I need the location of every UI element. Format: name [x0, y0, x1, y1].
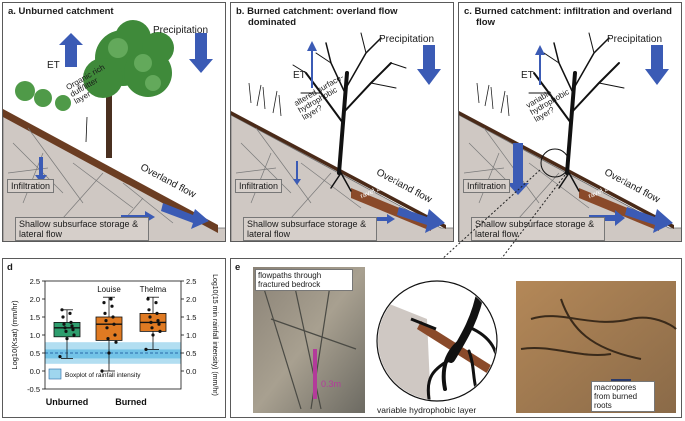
legend-swatch	[48, 368, 62, 380]
data-point	[72, 333, 76, 337]
data-point	[71, 328, 75, 332]
macropores-label: macropores from burned roots	[591, 381, 655, 412]
data-point	[104, 319, 108, 323]
panel-b-title-line-1: b. Burned catchment: overland flow	[236, 6, 398, 17]
y-tick-label: 0.0	[30, 367, 40, 376]
data-point	[65, 337, 69, 341]
group-label-burned: Burned	[115, 397, 147, 407]
data-point	[151, 333, 155, 337]
panel-c-burned-infiltration: c. Burned catchment: infiltration and ov…	[458, 2, 682, 242]
data-point	[150, 326, 154, 330]
precipitation-label: Precipitation	[379, 34, 435, 45]
y-tick-label: 1.0	[30, 331, 40, 340]
subsurface-label: Shallow subsurface storage & lateral flo…	[15, 217, 149, 241]
precipitation-label: Precipitation	[607, 34, 663, 45]
infiltration-label: Infiltration	[7, 179, 55, 193]
panel-d-boxplot: d -0.5 0.0 0.5 1.0 1.5 2.0 2.5 0.0 0.5 1.0 1.5 2.0 2…	[2, 258, 226, 418]
data-point	[112, 322, 116, 326]
panel-c-title-line-2: flow	[476, 17, 495, 28]
data-point	[102, 301, 106, 305]
infiltration-label: Infiltration	[463, 179, 511, 193]
data-point	[147, 308, 151, 312]
variable-hydrophobic-layer-label: variable hydrophobic layer	[377, 405, 477, 415]
subsurface-label: Shallow subsurface storage & lateral flo…	[471, 217, 605, 241]
panel-a-unburned: a. Unburned catchment Precipitation ET O…	[2, 2, 226, 242]
data-point	[156, 319, 160, 323]
data-point	[107, 351, 111, 355]
bedrock-photo	[253, 267, 365, 413]
data-point	[154, 301, 158, 305]
box	[53, 322, 81, 338]
y-tick-label: 0.5	[30, 349, 40, 358]
scale-label: 0.3m	[321, 379, 342, 389]
data-point	[149, 320, 153, 324]
right-y-axis-label: Log10(15 min rainfall intensity) (mm/hr)	[211, 274, 218, 396]
panel-e-title: e	[235, 262, 241, 273]
right-y-tick-label: 0.0	[186, 367, 196, 376]
data-point	[158, 329, 162, 333]
data-point	[148, 315, 152, 319]
panel-d-title: d	[7, 262, 13, 273]
et-label: ET	[293, 70, 306, 81]
right-y-tick-label: 1.0	[186, 331, 196, 340]
data-point	[64, 329, 68, 333]
y-tick-label: 2.5	[30, 277, 40, 286]
data-point	[103, 311, 107, 315]
data-point	[109, 297, 113, 301]
legend-label: Boxplot of rainfall intensity	[65, 372, 141, 379]
et-label: ET	[47, 60, 60, 71]
panel-b-title-line-2: dominated	[248, 17, 297, 28]
right-y-tick-label: 2.5	[186, 277, 196, 286]
data-point	[69, 320, 73, 324]
data-point	[68, 311, 72, 315]
precipitation-label: Precipitation	[153, 25, 209, 36]
boxplot-chart: -0.5 0.0 0.5 1.0 1.5 2.0 2.5 0.0 0.5 1.0 1.5 2.0 2.5…	[10, 274, 218, 407]
right-y-tick-label: 1.5	[186, 313, 196, 322]
data-point	[157, 322, 161, 326]
flowpaths-label: flowpaths through fractured bedrock	[255, 269, 353, 291]
data-point	[63, 326, 67, 330]
series-label: Louise	[97, 285, 121, 294]
data-point	[110, 304, 114, 308]
panel-a-illustration	[3, 20, 225, 241]
panel-b-illustration	[231, 32, 453, 241]
data-point	[111, 315, 115, 319]
panel-c-title-line-1: c. Burned catchment: infiltration and ov…	[464, 6, 672, 17]
panel-b-burned-overland: b. Burned catchment: overland flow domin…	[230, 2, 454, 242]
infiltration-label: Infiltration	[235, 179, 283, 193]
data-point	[106, 337, 110, 341]
data-point	[146, 297, 150, 301]
group-label-unburned: Unburned	[46, 397, 89, 407]
y-tick-label: -0.5	[27, 385, 40, 394]
panel-e-photos: e flowpaths through fractured bedrock 0.…	[230, 258, 682, 418]
right-y-tick-label: 2.0	[186, 295, 196, 304]
data-point	[113, 333, 117, 337]
panel-c-title: c. Burned catchment: infiltration and ov…	[464, 6, 672, 28]
et-label: ET	[521, 70, 534, 81]
data-point	[60, 308, 64, 312]
data-point	[105, 326, 109, 330]
panel-a-title: a. Unburned catchment	[8, 6, 114, 17]
data-point	[144, 347, 148, 351]
series-label: Thelma	[140, 285, 167, 294]
data-point	[61, 315, 65, 319]
rainfall-iqr	[45, 349, 181, 359]
data-point	[114, 340, 118, 344]
data-point	[100, 369, 104, 373]
y-axis-label: Log10(Ksat) (mm/hr)	[10, 300, 19, 370]
right-y-tick-label: 0.5	[186, 349, 196, 358]
data-point	[58, 355, 62, 359]
box	[95, 316, 123, 341]
y-tick-label: 1.5	[30, 313, 40, 322]
data-point	[155, 311, 159, 315]
panel-b-title: b. Burned catchment: overland flow domin…	[236, 6, 398, 28]
subsurface-label: Shallow subsurface storage & lateral flo…	[243, 217, 377, 241]
data-point	[62, 322, 66, 326]
y-tick-label: 2.0	[30, 295, 40, 304]
data-point	[70, 324, 74, 328]
